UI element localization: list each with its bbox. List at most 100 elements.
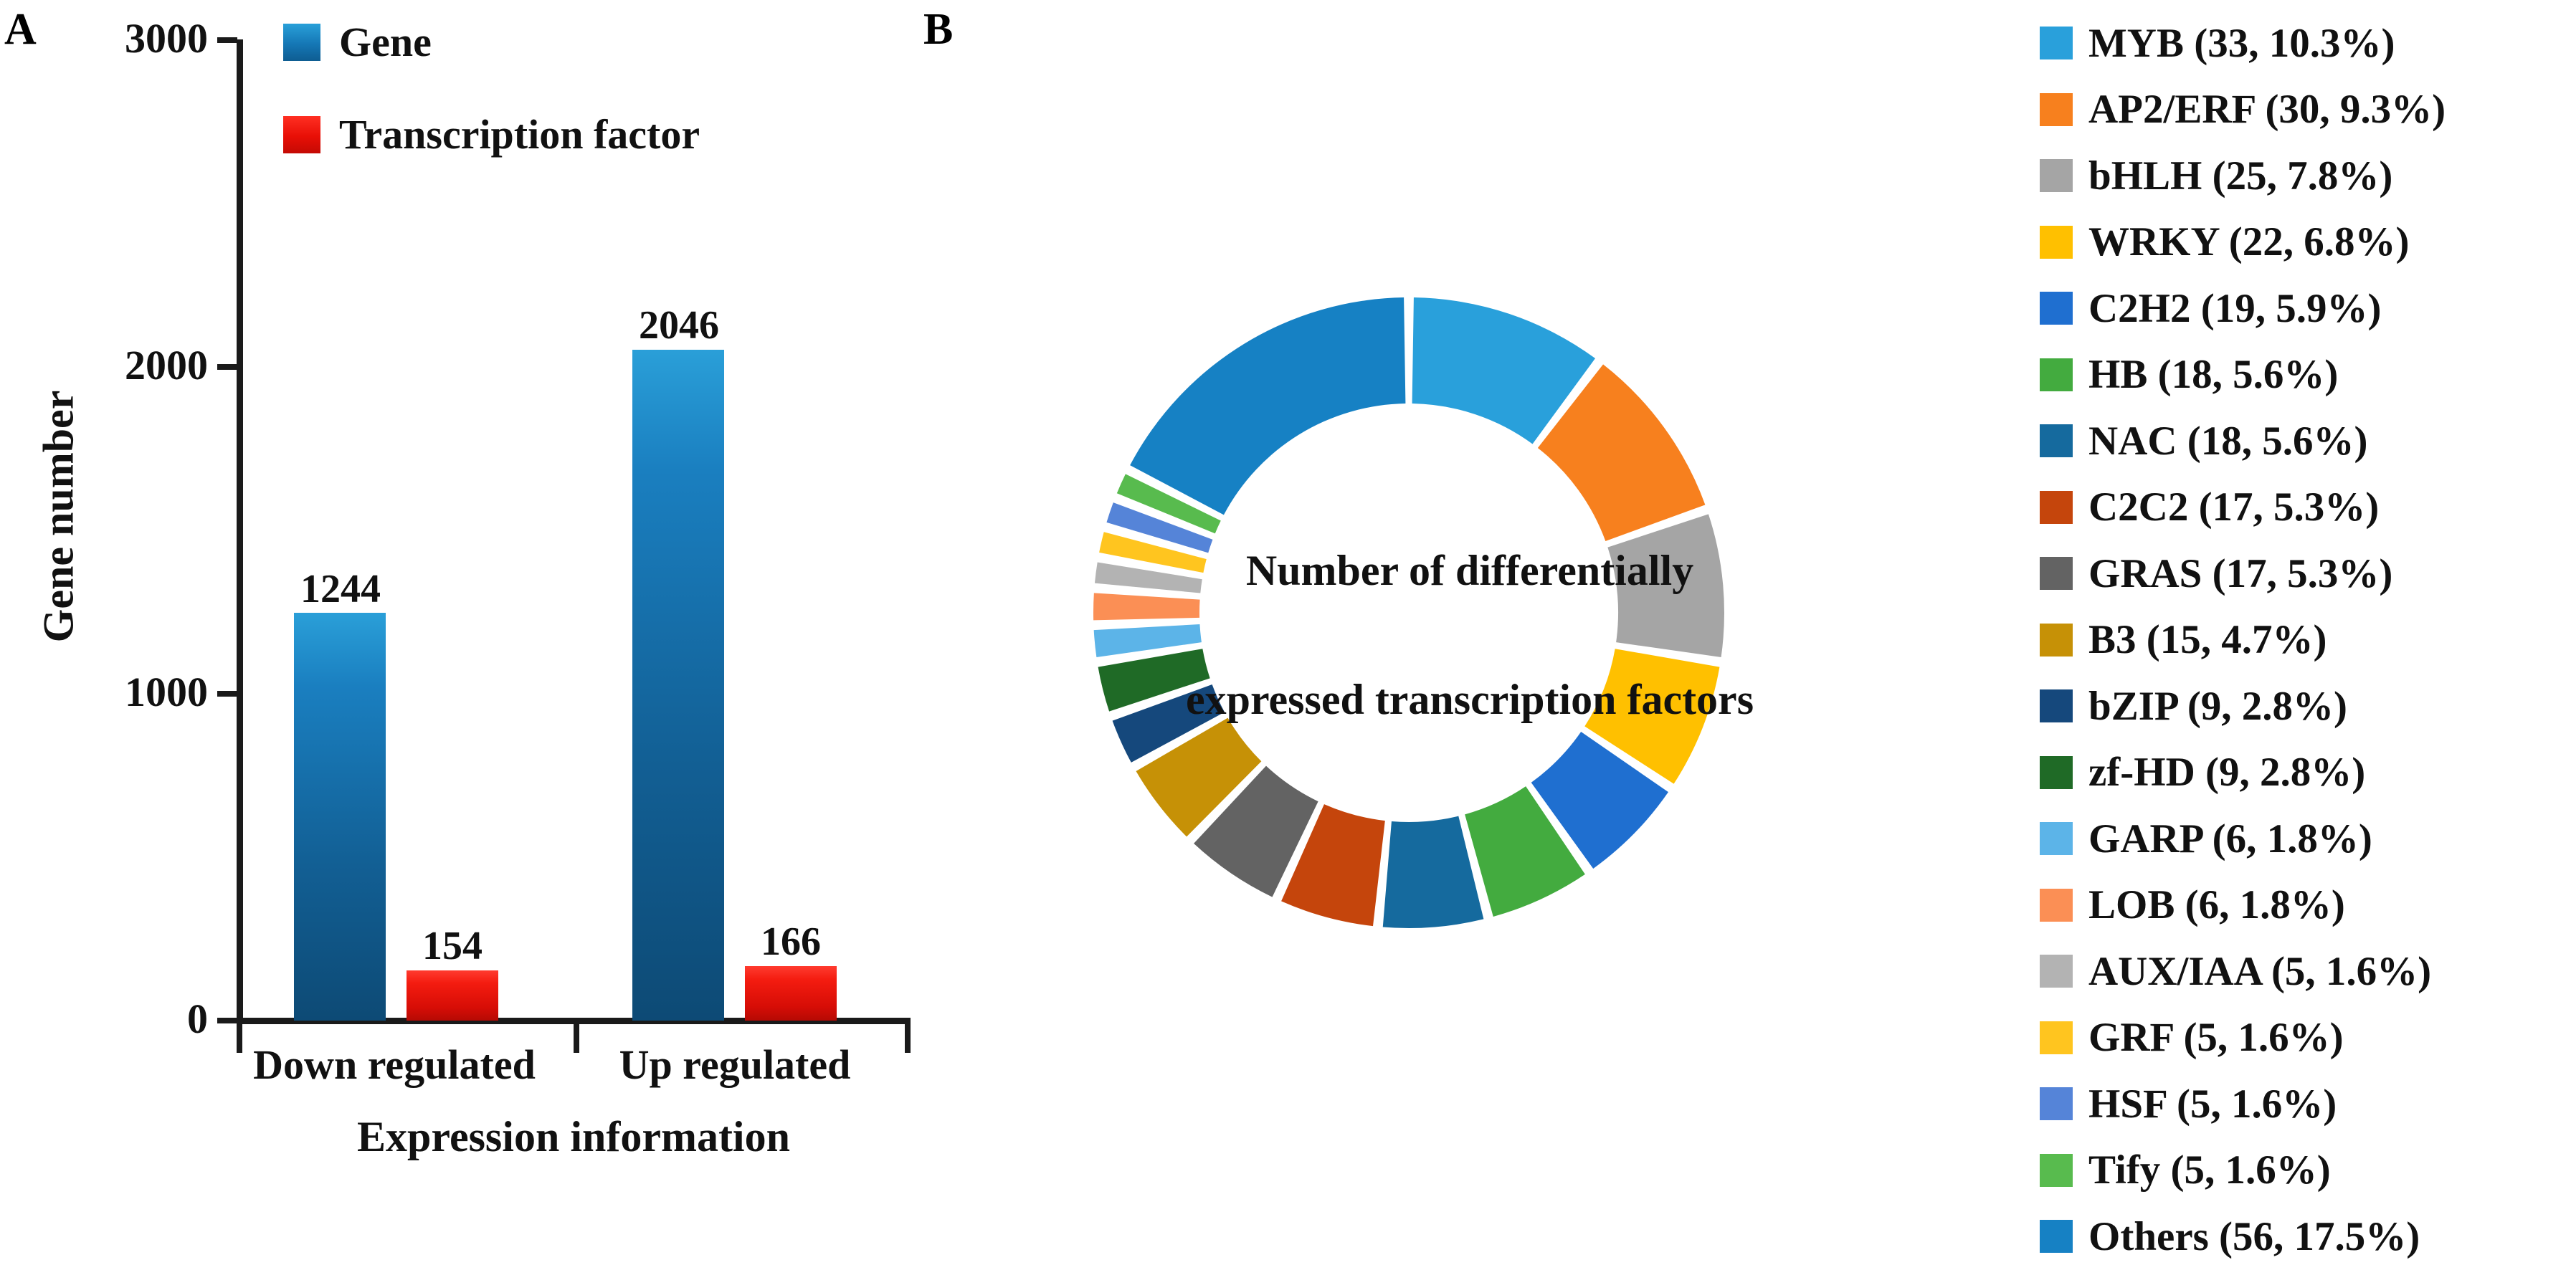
legend-label: GARP (6, 1.8%) [2088,816,2372,861]
legend-item-aux-iaa: AUX/IAA (5, 1.6%) [2040,938,2576,1005]
legend-label-transcription-factor: Transcription factor [339,111,700,158]
legend-label: Tify (5, 1.6%) [2088,1147,2331,1193]
legend-item-bzip: bZIP (9, 2.8%) [2040,673,2576,740]
donut-slice-nac [1382,816,1484,928]
legend-swatch-icon [2040,1153,2073,1187]
legend-label: C2H2 (19, 5.9%) [2088,285,2382,331]
legend-label: HB (18, 5.6%) [2088,352,2339,398]
donut-slice-tify [1116,474,1221,534]
legend-item-transcription-factor: Transcription factor [283,110,700,158]
donut-slice-garp [1093,624,1202,657]
y-tick-label-0: 0 [187,996,208,1042]
legend-swatch-icon [2040,755,2073,789]
y-tick-label-1000: 1000 [125,669,208,715]
y-tick-label-2000: 2000 [125,342,208,388]
bar-gene-down-regulated [294,613,386,1021]
legend-item-hsf: HSF (5, 1.6%) [2040,1071,2576,1137]
legend-item-bhlh: bHLH (25, 7.8%) [2040,143,2576,209]
y-tick-mark-3000 [217,37,237,43]
legend-swatch-icon [2040,159,2073,193]
legend-label: bZIP (9, 2.8%) [2088,683,2348,729]
y-tick-label-3000: 3000 [125,15,208,62]
legend-label: MYB (33, 10.3%) [2088,20,2395,66]
legend-item-c2c2: C2C2 (17, 5.3%) [2040,474,2576,541]
legend-label-gene: Gene [339,19,432,65]
panel-b-donut-chart: B Number of differentially expressed tra… [911,0,2029,1205]
legend-label: HSF (5, 1.6%) [2088,1081,2337,1127]
panel-a-bar-chart: A 0 1000 2000 3000 1244 154 2046 166 Dow… [0,0,911,1205]
legend-item-ap2-erf: AP2/ERF (30, 9.3%) [2040,77,2576,143]
panel-a-label: A [4,5,37,54]
donut-slice-b3 [1136,717,1262,837]
legend-item-wrky: WRKY (22, 6.8%) [2040,209,2576,276]
legend-swatch-icon [2040,92,2073,126]
donut-slice-c2c2 [1281,804,1385,927]
panel-b-label: B [923,5,954,54]
legend-swatch-icon [2040,1021,2073,1054]
x-tick-mark-mid [574,1024,579,1053]
legend-item-nac: NAC (18, 5.6%) [2040,408,2576,474]
donut-slice-others [1130,297,1406,515]
legend-swatch-icon [2040,822,2073,856]
legend-label: AUX/IAA (5, 1.6%) [2088,948,2432,994]
legend-label: C2C2 (17, 5.3%) [2088,484,2380,530]
panel-b-legend: MYB (33, 10.3%) AP2/ERF (30, 9.3%) bHLH (2… [2040,10,2576,1270]
legend-swatch-icon [2040,557,2073,591]
y-tick-mark-2000 [217,364,237,370]
legend-item-others: Others (56, 17.5%) [2040,1203,2576,1270]
donut-slice-hb [1465,786,1585,917]
donut-slice-lob [1093,593,1200,621]
donut-slice-aux-iaa [1094,562,1202,593]
legend-swatch-icon [2040,689,2073,723]
donut-slice-c2h2 [1531,732,1668,869]
legend-item-c2h2: C2H2 (19, 5.9%) [2040,275,2576,342]
legend-item-gene: Gene [283,18,700,66]
donut-slice-gras [1194,765,1318,897]
legend-item-b3: B3 (15, 4.7%) [2040,607,2576,674]
legend-label: bHLH (25, 7.8%) [2088,153,2393,199]
y-axis-line [237,39,243,1023]
legend-swatch-gene-icon [283,23,320,61]
donut-slice-grf [1099,532,1207,573]
legend-label: LOB (6, 1.8%) [2088,882,2345,928]
legend-label: B3 (15, 4.7%) [2088,617,2327,663]
donut-slice-bzip [1112,684,1225,763]
bar-gene-up-regulated [632,350,724,1021]
legend-swatch-icon [2040,490,2073,524]
legend-swatch-icon [2040,623,2073,657]
legend-swatch-icon [2040,1087,2073,1121]
x-tick-mark-right [905,1024,911,1053]
y-tick-mark-1000 [217,691,237,697]
legend-label: WRKY (22, 6.8%) [2088,219,2410,265]
legend-item-hb: HB (18, 5.6%) [2040,342,2576,409]
bar-value-tf-down: 154 [422,924,483,968]
donut-slice-bhlh [1607,514,1724,657]
donut-center-text-line2: expressed transcription factors [1185,676,1754,723]
legend-label: Others (56, 17.5%) [2088,1213,2420,1259]
legend-item-gras: GRAS (17, 5.3%) [2040,540,2576,607]
donut-slice-ap2-erf [1537,364,1706,542]
x-category-up-regulated: Up regulated [619,1041,851,1088]
donut-slice-wrky [1584,649,1720,784]
panel-a-legend: Gene Transcription factor [283,18,700,203]
y-axis-title: Gene number [34,390,82,643]
bar-tf-down-regulated [407,970,498,1021]
legend-swatch-transcription-factor-icon [283,115,320,153]
legend-label: GRF (5, 1.6%) [2088,1015,2344,1061]
legend-item-garp: GARP (6, 1.8%) [2040,806,2576,872]
x-axis-title: Expression information [357,1113,790,1160]
legend-swatch-icon [2040,955,2073,988]
x-axis-line [237,1018,911,1024]
legend-swatch-icon [2040,292,2073,325]
legend-swatch-icon [2040,225,2073,259]
legend-swatch-icon [2040,888,2073,922]
legend-swatch-icon [2040,1220,2073,1254]
legend-item-grf: GRF (5, 1.6%) [2040,1005,2576,1071]
donut-center-text-line1: Number of differentially [1245,547,1694,594]
legend-swatch-icon [2040,424,2073,458]
legend-swatch-icon [2040,358,2073,391]
legend-label: AP2/ERF (30, 9.3%) [2088,87,2446,133]
legend-item-myb: MYB (33, 10.3%) [2040,10,2576,77]
bar-value-tf-up: 166 [761,920,821,964]
legend-swatch-icon [2040,27,2073,60]
